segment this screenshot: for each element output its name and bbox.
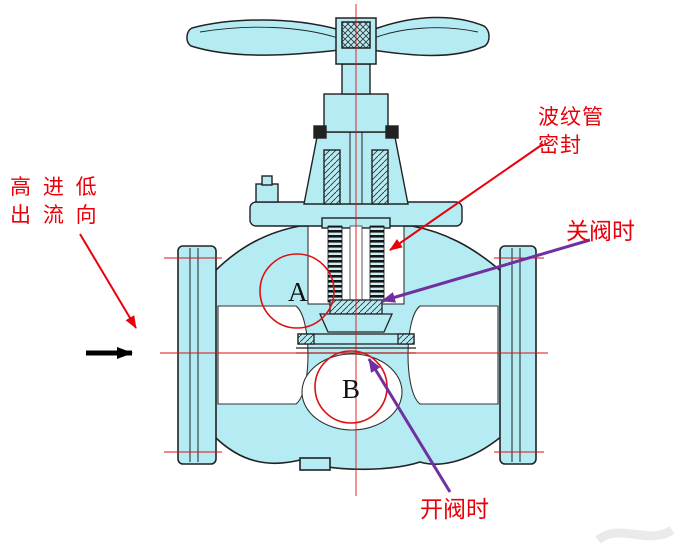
bellows-seal-label-line2: 密封 — [538, 134, 582, 158]
point-b-label: B — [342, 374, 360, 404]
centerlines — [160, 4, 548, 496]
close-valve-label: 关阀时 — [566, 218, 635, 244]
flow-direction-arrow — [79, 233, 137, 329]
watermark-swirl — [595, 526, 675, 544]
circle-a-marker: A — [259, 253, 335, 329]
handwheel — [186, 16, 490, 65]
close-valve-arrow — [381, 238, 591, 303]
open-valve-label: 开阀时 — [420, 496, 489, 522]
bellows-seal-label: 波纹管 密封 — [538, 104, 604, 161]
point-a-label: A — [288, 277, 308, 307]
bellows-seal-label-line1: 波纹管 — [538, 106, 604, 129]
flow-direction-label-line2: 出 流 向 — [10, 204, 100, 228]
flow-direction-label: 高 进 低 出 流 向 — [10, 174, 100, 231]
bellows-seal-arrow — [389, 143, 544, 251]
open-valve-arrow — [367, 358, 452, 493]
flow-direction-label-line1: 高 进 低 — [10, 176, 100, 199]
